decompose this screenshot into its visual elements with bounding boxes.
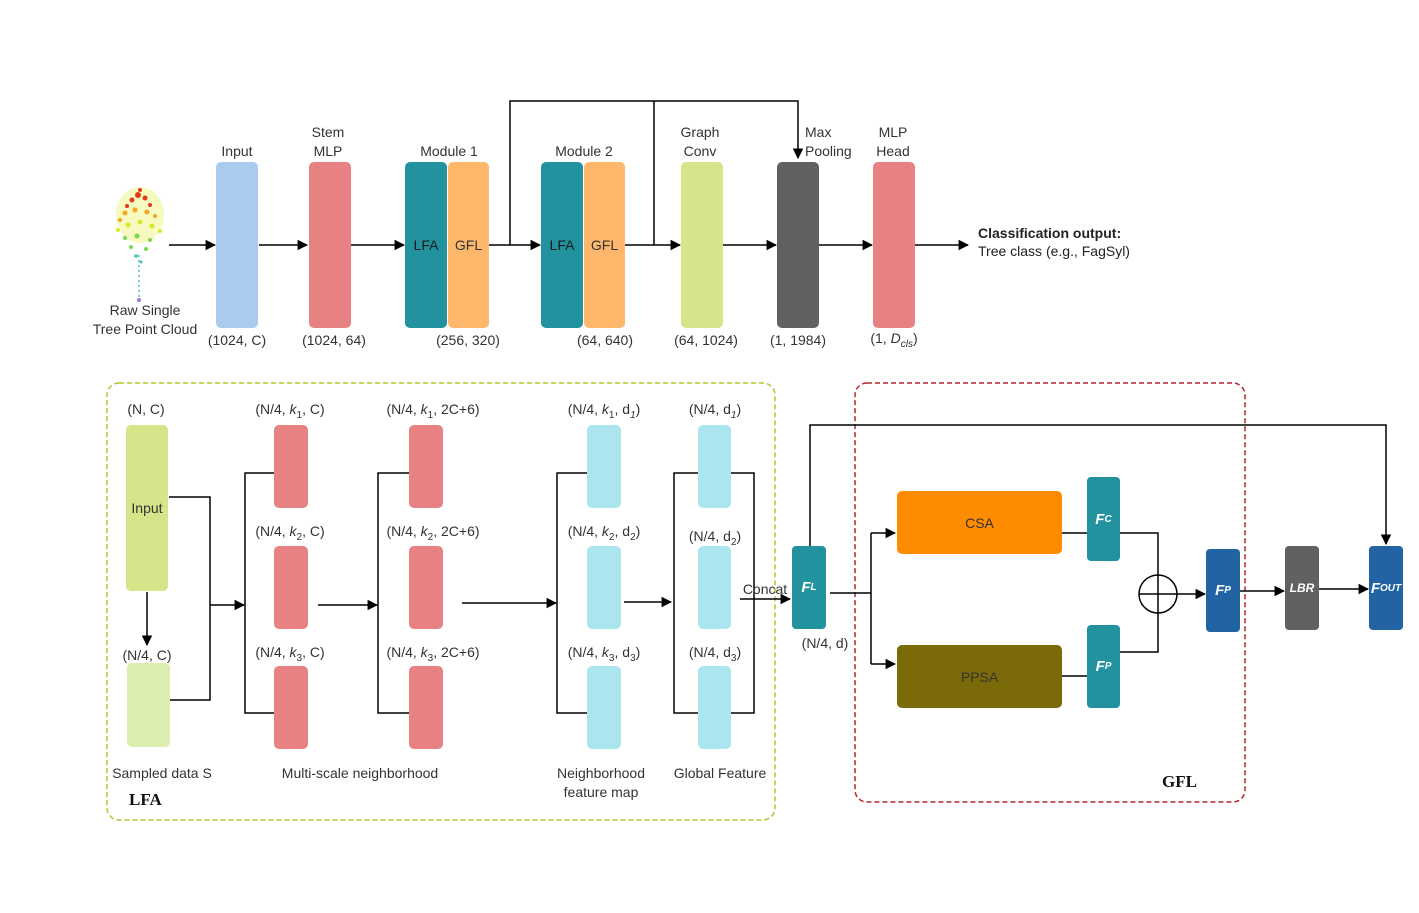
- ms2-shape-3: (N/4, k3, 2C+6): [386, 644, 480, 664]
- ms1-shape-2: (N/4, k2, C): [255, 523, 325, 543]
- input-shape: (1024, C): [207, 332, 267, 348]
- ms2-block-1: [409, 425, 443, 508]
- maxpool-shape: (1, 1984): [769, 332, 827, 348]
- stem-mlp-block: [309, 162, 351, 328]
- fl-shape: (N/4, d): [801, 635, 849, 651]
- ms2-block-2: [409, 546, 443, 629]
- ms-label: Multi-scale neighborhood: [281, 765, 439, 781]
- gf-shape-1: (N/4, d1): [688, 401, 742, 421]
- nfm-block-3: [587, 666, 621, 749]
- graph-conv-block: [681, 162, 723, 328]
- csa-block: CSA: [897, 491, 1062, 554]
- graph-label-1: Graph: [680, 124, 720, 140]
- lfa-input-shape: (N, C): [127, 401, 165, 417]
- raw-label-1: Raw Single: [109, 302, 181, 318]
- nfm-label-1: Neighborhood: [557, 765, 645, 781]
- maxpool-block: [777, 162, 819, 328]
- bracket-gf-right: [731, 472, 755, 714]
- gfl-region-border: [854, 382, 1246, 803]
- ms1-block-3: [274, 666, 308, 749]
- maxpool-label-1: Max: [805, 124, 832, 140]
- ms1-shape-1: (N/4, k1, C): [255, 401, 325, 421]
- graph-label-2: Conv: [683, 143, 717, 159]
- module2-lfa-block: LFA: [541, 162, 583, 328]
- bracket-ms-2: [377, 472, 409, 714]
- gf-block-3: [698, 666, 731, 749]
- lfa-sampled-label: Sampled data S: [112, 765, 212, 781]
- module2-shape: (64, 640): [576, 332, 634, 348]
- gf-shape-2: (N/4, d2): [688, 528, 742, 548]
- add-operator-icon: [1138, 574, 1178, 614]
- ms2-shape-2: (N/4, k2, 2C+6): [386, 523, 480, 543]
- mlphead-label-1: MLP: [878, 124, 908, 140]
- gfl-title: GFL: [1162, 772, 1197, 791]
- ms1-block-2: [274, 546, 308, 629]
- raw-label-2: Tree Point Cloud: [92, 321, 198, 337]
- module2-gfl-block: GFL: [584, 162, 625, 328]
- lfa-region-border: [106, 382, 776, 821]
- stem-label-1: Stem: [311, 124, 345, 140]
- module2-label: Module 2: [555, 143, 613, 159]
- ms2-block-3: [409, 666, 443, 749]
- nfm-block-1: [587, 425, 621, 508]
- connector-input-merge: [169, 496, 211, 605]
- input-block: [216, 162, 258, 328]
- gf-label: Global Feature: [673, 765, 767, 781]
- mlphead-shape: (1, Dcls): [870, 330, 918, 350]
- lfa-sampled-shape: (N/4, C): [122, 647, 172, 663]
- mlphead-block: [873, 162, 915, 328]
- output-sub: Tree class (e.g., FagSyl): [978, 243, 1130, 259]
- mlphead-label-2: Head: [876, 143, 910, 159]
- nfm-shape-1: (N/4, k1, d1): [567, 401, 641, 421]
- stem-label-2: MLP: [313, 143, 343, 159]
- bracket-nfm: [556, 472, 587, 714]
- gf-block-2: [698, 546, 731, 629]
- ms1-shape-3: (N/4, k3, C): [255, 644, 325, 664]
- ms2-shape-1: (N/4, k1, 2C+6): [386, 401, 480, 421]
- graph-shape: (64, 1024): [674, 332, 738, 348]
- module1-shape: (256, 320): [436, 332, 500, 348]
- nfm-shape-3: (N/4, k3, d3): [567, 644, 641, 664]
- module1-gfl-block: GFL: [448, 162, 489, 328]
- stem-shape: (1024, 64): [302, 332, 366, 348]
- input-label: Input: [221, 143, 253, 159]
- maxpool-label-2: Pooling: [805, 143, 852, 159]
- concat-label: Concat: [742, 581, 788, 597]
- output-title: Classification output:: [978, 225, 1122, 241]
- gf-block-1: [698, 425, 731, 508]
- ms1-block-1: [274, 425, 308, 508]
- bracket-gf-left: [673, 472, 699, 714]
- module1-lfa-block: LFA: [405, 162, 447, 328]
- nfm-shape-2: (N/4, k2, d2): [567, 523, 641, 543]
- lfa-input-block: Input: [126, 425, 168, 591]
- bracket-ms-1: [244, 472, 274, 714]
- skip-fl-to-fout: [809, 424, 1392, 546]
- nfm-label-2: feature map: [563, 784, 639, 800]
- nfm-block-2: [587, 546, 621, 629]
- lfa-title: LFA: [129, 790, 162, 809]
- module1-label: Module 1: [420, 143, 478, 159]
- connector-sampled-merge: [169, 605, 211, 701]
- gf-shape-3: (N/4, d3): [688, 644, 742, 664]
- connector-fp-to-plus: [1120, 612, 1159, 653]
- lbr-block: LBR: [1285, 546, 1319, 630]
- connector-fc-to-plus: [1120, 532, 1159, 576]
- ppsa-block: PPSA: [897, 645, 1062, 708]
- lfa-sampled-block: [127, 663, 170, 747]
- point-cloud-icon: [116, 187, 164, 302]
